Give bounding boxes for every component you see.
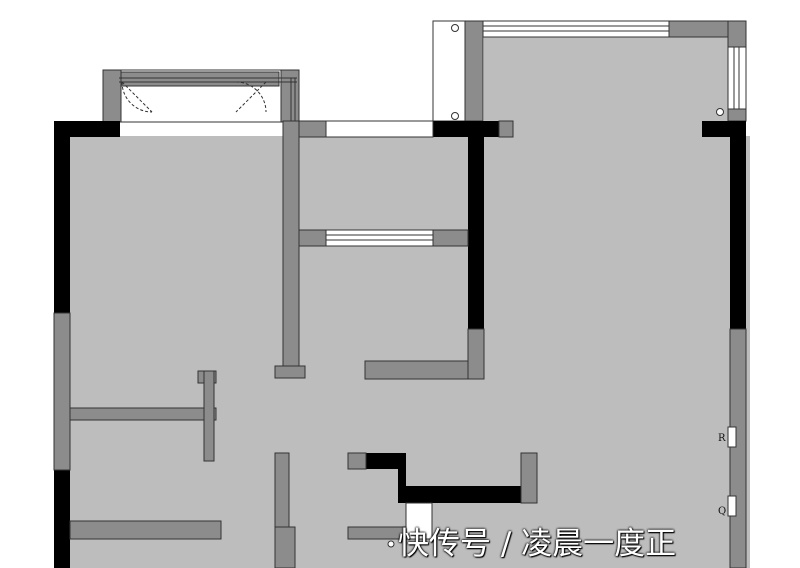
balcony-right xyxy=(432,20,747,122)
partition-walls xyxy=(53,120,747,568)
equipment-marker-r: R xyxy=(718,426,737,448)
door-swing-icon xyxy=(121,81,153,113)
door-swing-icon xyxy=(235,81,267,113)
svg-text:Q: Q xyxy=(718,506,726,517)
windows xyxy=(325,120,434,540)
watermark-text: 快传号 / 凌晨一度正 xyxy=(398,526,677,562)
svg-text:R: R xyxy=(718,433,726,444)
equipment-marker-q: Q xyxy=(718,495,737,517)
balcony-left xyxy=(102,69,300,123)
load-bearing-walls xyxy=(54,121,746,568)
